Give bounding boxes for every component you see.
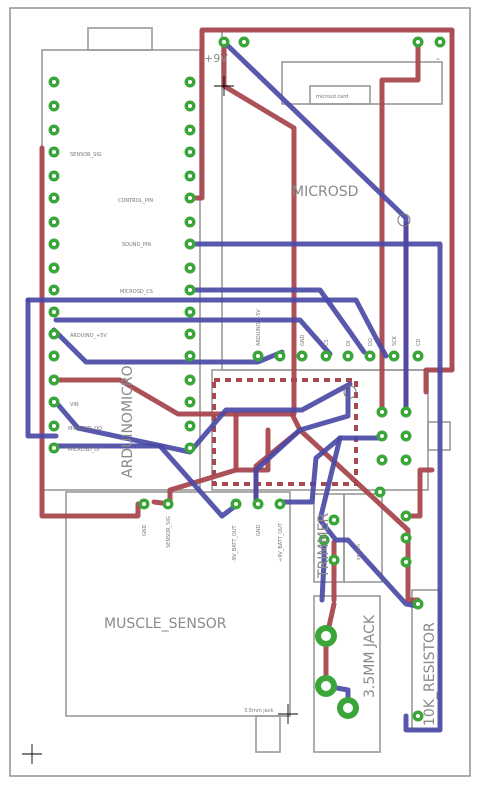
label-microsd-di: MICROSD_DI: [68, 447, 100, 453]
label-switch: switch: [356, 544, 362, 560]
label-microsd-do: MICROSD_DO: [68, 426, 102, 432]
label-vert-gnd: GND: [300, 334, 306, 346]
label-microsd-card: microsd card: [316, 94, 348, 100]
right-block-pads: [374, 406, 424, 722]
label-resistor: 10K_RESISTOR: [422, 622, 438, 726]
label-sensor-sig-bottom: SENSOR_SIG: [166, 516, 172, 548]
trimmer-pads: [318, 514, 340, 566]
label-arduino-5v: ARDUINO_+5V: [70, 333, 107, 339]
label-vert-cd: CD: [416, 339, 422, 346]
label-vert-di: DI: [346, 341, 352, 346]
label-vert-sck: SCK: [392, 335, 398, 346]
label-jack-small: 3.5mm jack: [244, 708, 273, 714]
board-outline: [9, 7, 471, 777]
label-muscle-sensor: MUSCLE_SENSOR: [104, 616, 227, 632]
label-sound-pin: SOUND_PIN: [122, 242, 151, 248]
arduino-right-pads: [184, 76, 196, 454]
label-batt-out-minus: -9V_BATT_OUT: [232, 525, 238, 562]
label-vert-do: DO: [368, 338, 374, 346]
blue-traces: [25, 39, 443, 733]
label-gnd-1: GND: [142, 524, 148, 536]
label-control-pin: CONTROL_PIN: [118, 198, 153, 204]
label-jack: 3.5MM JACK: [362, 614, 378, 698]
label-vin: VIN: [70, 402, 79, 408]
label-vert-cs: CS: [324, 339, 330, 346]
label-trimmer: TRIMMER: [316, 513, 332, 579]
crosshair-marks: [22, 76, 298, 764]
muscle-sensor-pads: [138, 498, 286, 510]
label-gnd-2: GND: [256, 524, 262, 536]
via-marker-2: [343, 385, 357, 399]
label-arduinomicro: ARDUINOMICRO: [120, 365, 136, 478]
arduino-left-pads: [48, 76, 60, 454]
label-microsd: MICROSD: [292, 184, 358, 200]
arduino-usb-outline: [87, 27, 153, 51]
label-vert-5v: ARDUINO_+5V: [256, 309, 262, 346]
microsd-card-inner: [309, 85, 371, 105]
microsd-header-pads: [252, 350, 424, 362]
label-sensor-sig: SENSOR_SIG: [70, 152, 102, 158]
muscle-jack-outline: [255, 715, 281, 753]
label-minus: -: [436, 52, 440, 65]
battery-pads: [218, 36, 446, 48]
via-marker: [397, 213, 411, 227]
muscle-sensor-outline: [65, 491, 291, 717]
label-plus9v: +9V: [204, 52, 228, 65]
dashed-component: [212, 378, 358, 486]
jack-pads: [315, 625, 359, 719]
jack-outline: [313, 595, 381, 753]
label-batt-out-plus: +9V_BATT_OUT: [278, 522, 284, 562]
label-microsd-cs: MICROSD_CS: [120, 289, 153, 295]
